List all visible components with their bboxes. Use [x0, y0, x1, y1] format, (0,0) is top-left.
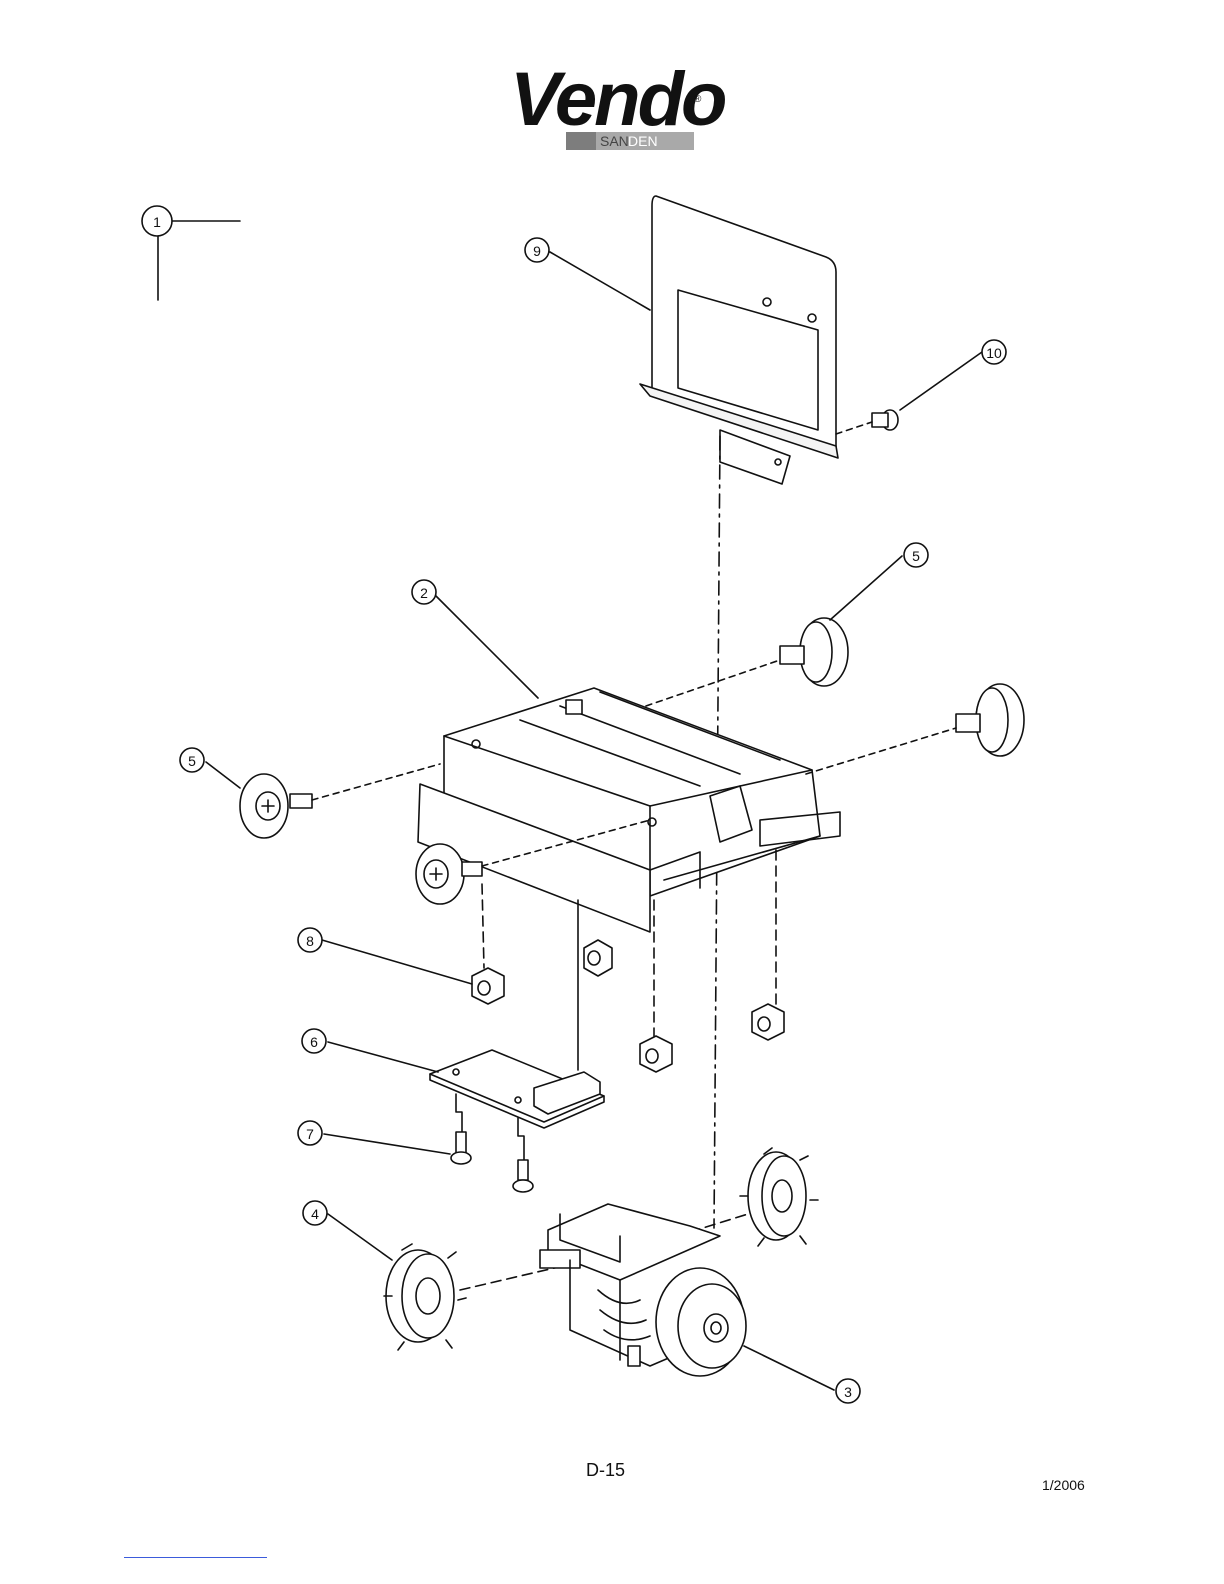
callout-9: 9 [525, 238, 549, 262]
callout-1-bracket [158, 221, 240, 300]
callout-4: 4 [303, 1201, 327, 1225]
callout-5-right-label: 5 [912, 548, 920, 564]
callout-3-label: 3 [844, 1384, 852, 1400]
callout-2: 2 [412, 580, 436, 604]
callout-2-label: 2 [420, 585, 428, 601]
callout-4-label: 4 [311, 1206, 319, 1222]
part-5-roller-right-upper [646, 618, 848, 706]
callout-10-label: 10 [986, 345, 1002, 361]
callout-1-label: 1 [153, 214, 161, 230]
part-4-sprocket-right [690, 1148, 818, 1246]
callout-6-label: 6 [310, 1034, 318, 1050]
part-5-roller-right-far [806, 684, 1024, 774]
part-9-mounting-plate [640, 196, 838, 484]
page-number: D-15 [586, 1460, 625, 1481]
callout-5-left-label: 5 [188, 753, 196, 769]
callout-7-label: 7 [306, 1126, 314, 1142]
part-5-roller-left [240, 764, 440, 838]
callout-5-left: 5 [180, 748, 204, 772]
callout-3: 3 [836, 1379, 860, 1403]
callout-9-label: 9 [533, 243, 541, 259]
callout-5-right: 5 [904, 543, 928, 567]
callout-6: 6 [302, 1029, 326, 1053]
callout-1: 1 [142, 206, 172, 236]
callout-8-label: 8 [306, 933, 314, 949]
part-2-main-housing [418, 688, 840, 932]
callout-7: 7 [298, 1121, 322, 1145]
part-10-screw [836, 410, 898, 434]
callout-8: 8 [298, 928, 322, 952]
callout-10: 10 [982, 340, 1006, 364]
revision-date: 1/2006 [1042, 1477, 1085, 1493]
part-3-motor [540, 1204, 746, 1376]
bottom-link-rule[interactable] [124, 1557, 267, 1558]
